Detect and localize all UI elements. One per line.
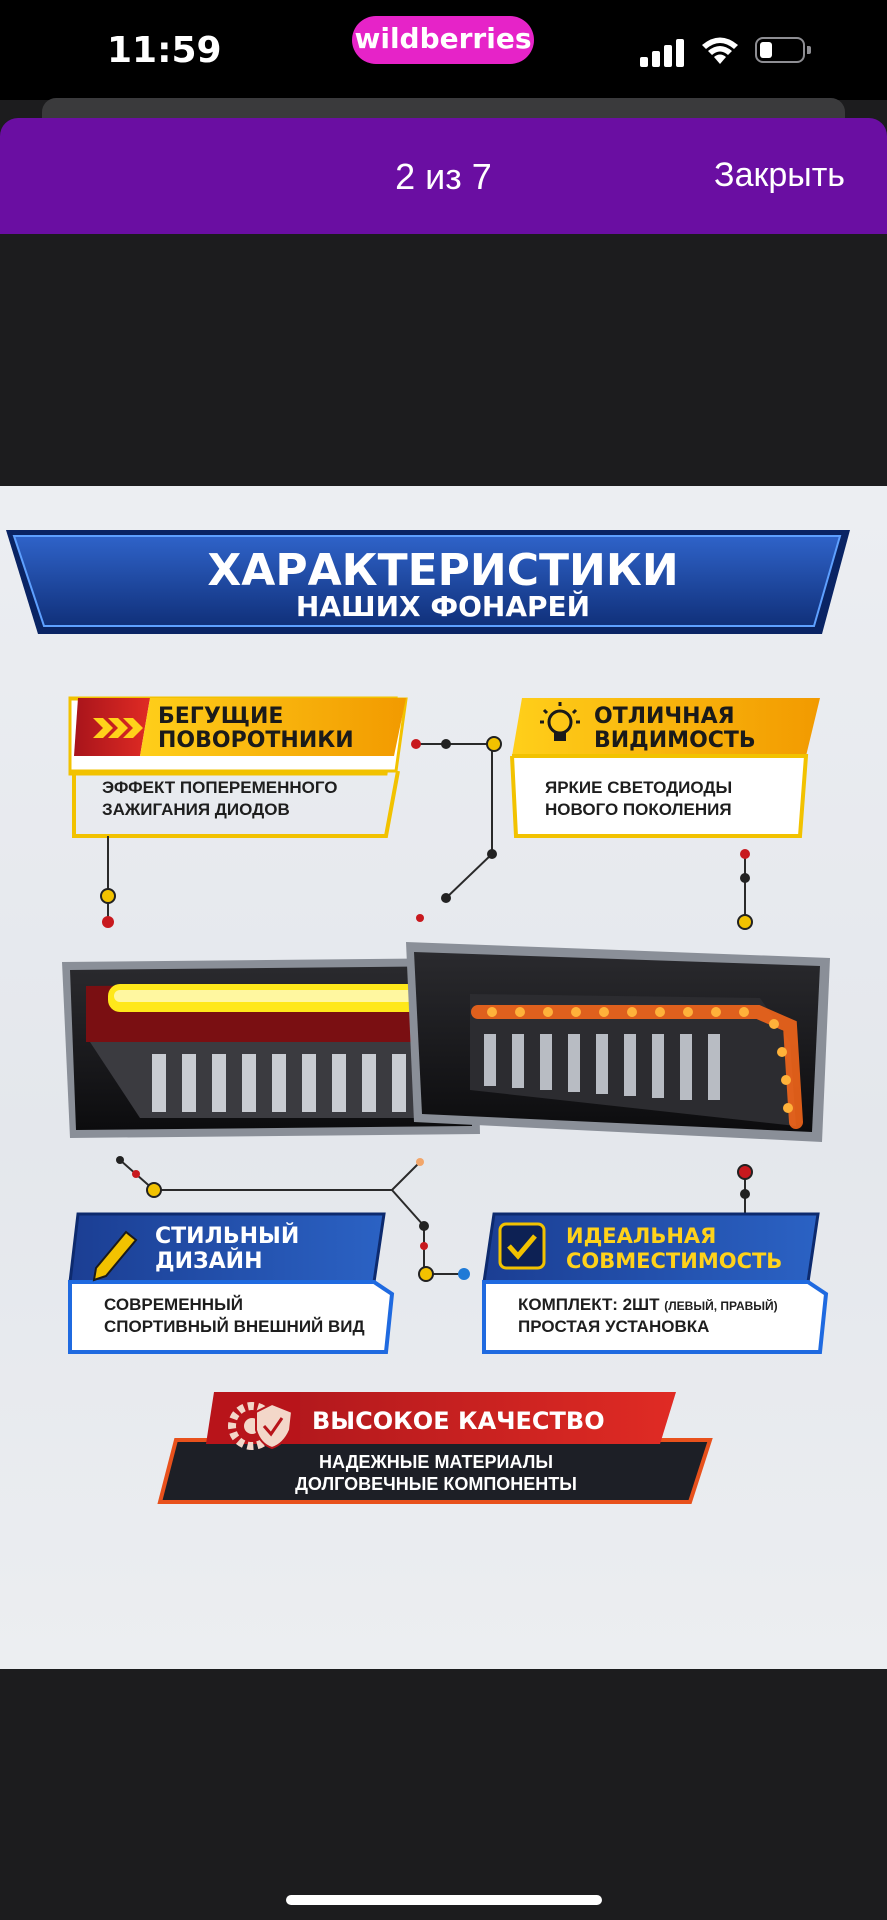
status-time: 11:59: [107, 30, 222, 71]
feature1-desc1: ЭФФЕКТ ПОПЕРЕМЕННОГО: [102, 778, 338, 797]
app-badge[interactable]: wildberries: [352, 16, 534, 64]
connector-lines-top: [107, 743, 746, 922]
feature3-title1: СТИЛЬНЫЙ: [155, 1223, 299, 1249]
feature-compatibility: ИДЕАЛЬНАЯ СОВМЕСТИМОСТЬ КОМПЛЕКТ: 2ШТ (Л…: [482, 1212, 829, 1354]
feature-visibility: ОТЛИЧНАЯ ВИДИМОСТЬ ЯРКИЕ СВЕТОДИОДЫ НОВО…: [510, 698, 820, 838]
left-tail-lamp: [62, 958, 480, 1138]
signal-icon: [640, 37, 684, 67]
feature4-desc2: ПРОСТАЯ УСТАНОВКА: [518, 1317, 709, 1336]
feature3-title2: ДИЗАЙН: [155, 1248, 263, 1274]
feature1-desc2: ЗАЖИГАНИЯ ДИОДОВ: [102, 800, 290, 819]
feature4-desc1: КОМПЛЕКТ: 2ШТ (ЛЕВЫЙ, ПРАВЫЙ): [518, 1295, 778, 1314]
gear-shield-icon: [228, 1402, 294, 1450]
banner-title-line1: ХАРАКТЕРИСТИКИ: [207, 545, 678, 596]
feature4-title2: СОВМЕСТИМОСТЬ: [566, 1249, 782, 1273]
infographic: ХАРАКТЕРИСТИКИ НАШИХ ФОНАРЕЙ БЕГУЩИЕ ПОВ…: [6, 530, 850, 1504]
close-button[interactable]: Закрыть: [714, 156, 845, 194]
feature2-title2: ВИДИМОСТЬ: [594, 728, 756, 753]
wifi-icon: [702, 37, 738, 64]
pencil-icon: [92, 1230, 138, 1282]
feature3-desc1: СОВРЕМЕННЫЙ: [104, 1295, 243, 1314]
bulb-icon: [540, 702, 580, 741]
checkmark-shield-icon: [498, 1222, 546, 1270]
banner-title-line2: НАШИХ ФОНАРЕЙ: [296, 589, 590, 623]
battery-icon: [755, 37, 811, 63]
home-indicator[interactable]: [286, 1895, 602, 1905]
status-bar: 11:59 wildberries: [0, 0, 887, 100]
feature-running-turn-signals: БЕГУЩИЕ ПОВОРОТНИКИ ЭФФЕКТ ПОПЕРЕМЕННОГО…: [68, 696, 408, 838]
feature2-desc1: ЯРКИЕ СВЕТОДИОДЫ: [545, 778, 732, 797]
quality-title: ВЫСОКОЕ КАЧЕСТВО: [312, 1407, 605, 1435]
high-quality-banner: ВЫСОКОЕ КАЧЕСТВО НАДЕЖНЫЕ МАТЕРИАЛЫ ДОЛГ…: [157, 1392, 713, 1504]
product-image[interactable]: ХАРАКТЕРИСТИКИ НАШИХ ФОНАРЕЙ БЕГУЩИЕ ПОВ…: [0, 486, 887, 1669]
quality-desc2: ДОЛГОВЕЧНЫЕ КОМПОНЕНТЫ: [295, 1474, 577, 1494]
feature4-title1: ИДЕАЛЬНАЯ: [566, 1224, 716, 1248]
feature2-title1: ОТЛИЧНАЯ: [594, 704, 735, 729]
connector-dots-bottom: [116, 1156, 753, 1282]
feature-stylish-design: СТИЛЬНЫЙ ДИЗАЙН СОВРЕМЕННЫЙ СПОРТИВНЫЙ В…: [68, 1212, 395, 1354]
feature2-desc2: НОВОГО ПОКОЛЕНИЯ: [545, 800, 732, 819]
arrows-icon: [93, 718, 143, 738]
quality-desc1: НАДЕЖНЫЕ МАТЕРИАЛЫ: [319, 1452, 553, 1472]
right-lamp-leds: [487, 1007, 793, 1113]
feature1-title2: ПОВОРОТНИКИ: [158, 728, 354, 753]
feature3-desc2: СПОРТИВНЫЙ ВНЕШНИЙ ВИД: [104, 1317, 365, 1336]
title-banner: ХАРАКТЕРИСТИКИ НАШИХ ФОНАРЕЙ: [6, 530, 850, 634]
image-counter: 2 из 7: [395, 156, 492, 197]
gallery-header: 2 из 7 Закрыть: [0, 118, 887, 234]
right-tail-lamp: [406, 942, 830, 1142]
feature1-title1: БЕГУЩИЕ: [158, 704, 283, 729]
connector-dots-top: [100, 736, 753, 930]
